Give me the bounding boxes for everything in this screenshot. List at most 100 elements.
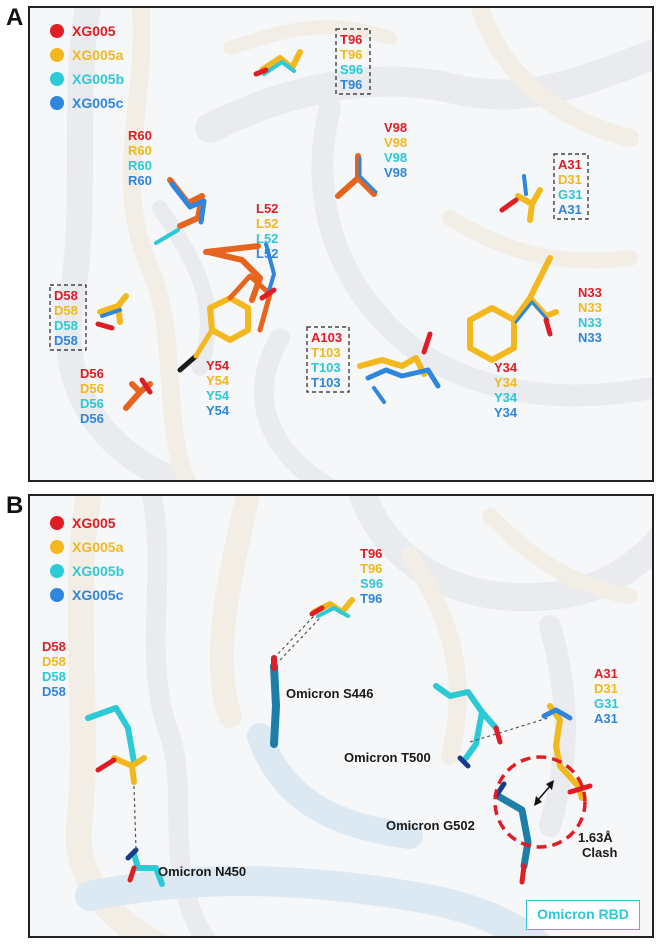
panel-a-sticks — [95, 49, 559, 411]
panel-b-letter: B — [6, 492, 24, 519]
residue-b-label-a31: A31 D31 G31 A31 — [594, 666, 619, 726]
omicron-rbd-label-box: Omicron RBD — [526, 900, 640, 930]
residue-l52-xg005a: L52 — [256, 216, 278, 231]
residue-a103-xg005c: T103 — [311, 375, 341, 390]
residue-label-t96: T96 T96 S96 T96 — [335, 28, 371, 95]
dashed-box-d58 — [49, 284, 87, 351]
residue-r60-xg005a: R60 — [128, 143, 152, 158]
residue-y54-xg005a: Y54 — [206, 373, 230, 388]
residue-a31-xg005a: D31 — [558, 172, 582, 187]
residue-label-r60: R60 R60 R60 R60 — [128, 128, 152, 188]
residue-label-a103: A103 T103 T103 T103 — [306, 326, 350, 393]
residue-label-a31: A31 D31 G31 A31 — [553, 153, 589, 220]
residue-y34-xg005c: Y34 — [494, 405, 518, 420]
residue-l52-xg005: L52 — [256, 201, 278, 216]
residue-r60-xg005b: R60 — [128, 158, 152, 173]
hbond-s446-t96 — [273, 615, 315, 659]
residue-d56-xg005a: D56 — [80, 381, 104, 396]
residue-label-d58: D58 D58 D58 D58 — [49, 284, 87, 351]
legend-dot-xg005c — [50, 96, 64, 110]
residue-label-y54: Y54 Y54 Y54 Y54 — [206, 358, 230, 418]
residue-b-label-t96: T96 T96 S96 T96 — [360, 546, 383, 606]
legend-label-xg005a: XG005a — [72, 47, 124, 63]
residue-y34-xg005: Y34 — [494, 360, 518, 375]
residue-label-d56: D56 D56 D56 D56 — [80, 366, 104, 426]
residue-b-t96-xg005: T96 — [360, 546, 382, 561]
clash-arrow — [537, 785, 551, 801]
legend-b-dot-xg005c — [50, 588, 64, 602]
residue-l52-xg005c: L52 — [256, 246, 278, 261]
residue-t96-xg005a: T96 — [340, 47, 362, 62]
residue-label-n33: N33 N33 N33 N33 — [578, 285, 602, 345]
panel-b: XG005 XG005a XG005b XG005c — [28, 494, 654, 938]
residue-b-a31-xg005a: D31 — [594, 681, 618, 696]
residue-b-a31-xg005c: A31 — [594, 711, 618, 726]
residue-b-a31-xg005: A31 — [594, 666, 618, 681]
legend-b-label-xg005b: XG005b — [72, 563, 124, 579]
residue-b-label-d58: D58 D58 D58 D58 — [42, 639, 66, 699]
residue-r60-xg005c: R60 — [128, 173, 152, 188]
omicron-s446-label: Omicron S446 — [286, 686, 373, 701]
residue-b-t96-xg005a: T96 — [360, 561, 382, 576]
dashed-box-t96 — [335, 28, 371, 95]
residue-b-d58-xg005c: D58 — [42, 684, 66, 699]
clash-arrowhead-start — [534, 796, 542, 806]
residue-a31-xg005c: A31 — [558, 202, 582, 217]
dashed-box-a31 — [553, 153, 589, 220]
residue-b-d58-xg005b: D58 — [42, 669, 66, 684]
residue-y34-xg005b: Y34 — [494, 390, 518, 405]
residue-n33-xg005: N33 — [578, 285, 602, 300]
dashed-box-a103 — [306, 326, 350, 393]
panel-b-legend: XG005 XG005a XG005b XG005c — [50, 515, 124, 603]
hbond-d58-n450 — [133, 785, 137, 851]
clash-distance-label: 1.63Å — [578, 830, 613, 845]
residue-y54-xg005: Y54 — [206, 358, 230, 373]
residue-d58-xg005b: D58 — [54, 318, 78, 333]
residue-d58-xg005a: D58 — [54, 303, 78, 318]
legend-b-label-xg005: XG005 — [72, 515, 116, 531]
hbond-s446-t96-2 — [279, 617, 321, 661]
residue-d56-xg005: D56 — [80, 366, 104, 381]
residue-a103-xg005a: T103 — [311, 345, 341, 360]
legend-label-xg005: XG005 — [72, 23, 116, 39]
residue-b-d58-xg005: D58 — [42, 639, 66, 654]
residue-v98-xg005a: V98 — [384, 135, 407, 150]
residue-t96-xg005: T96 — [340, 32, 362, 47]
residue-a103-xg005: A103 — [311, 330, 342, 345]
residue-v98-xg005c: V98 — [384, 165, 407, 180]
legend-b-label-xg005a: XG005a — [72, 539, 124, 555]
residue-b-t96-xg005b: S96 — [360, 576, 383, 591]
panel-a-figure: XG005 XG005a XG005b XG005c — [49, 8, 652, 480]
residue-label-l52: L52 L52 L52 L52 — [256, 201, 278, 261]
legend-label-xg005c: XG005c — [72, 95, 124, 111]
residue-n33-xg005a: N33 — [578, 300, 602, 315]
panel-b-figure: XG005 XG005a XG005b XG005c — [42, 496, 652, 936]
legend-b-dot-xg005 — [50, 516, 64, 530]
legend-b-label-xg005c: XG005c — [72, 587, 124, 603]
panel-b-sticks — [85, 597, 593, 887]
legend-dot-xg005b — [50, 72, 64, 86]
residue-n33-xg005b: N33 — [578, 315, 602, 330]
residue-r60-xg005: R60 — [128, 128, 152, 143]
residue-d56-xg005c: D56 — [80, 411, 104, 426]
residue-d56-xg005b: D56 — [80, 396, 104, 411]
panel-a-letter: A — [6, 4, 24, 31]
residue-v98-xg005: V98 — [384, 120, 407, 135]
panel-b-ribbons — [65, 496, 652, 936]
residue-b-d58-xg005a: D58 — [42, 654, 66, 669]
residue-y54-xg005c: Y54 — [206, 403, 230, 418]
residue-t96-xg005c: T96 — [340, 77, 362, 92]
omicron-g502-label: Omicron G502 — [386, 818, 475, 833]
omicron-rbd-label: Omicron RBD — [537, 906, 629, 922]
residue-v98-xg005b: V98 — [384, 150, 407, 165]
panel-a: XG005 XG005a XG005b XG005c — [28, 6, 654, 482]
clash-circle — [493, 755, 587, 849]
residue-label-v98: V98 V98 V98 V98 — [384, 120, 407, 180]
legend-dot-xg005 — [50, 24, 64, 38]
omicron-t500-label: Omicron T500 — [344, 750, 431, 765]
residue-b-a31-xg005b: G31 — [594, 696, 619, 711]
residue-a103-xg005b: T103 — [311, 360, 341, 375]
clash-arrowhead-end — [546, 780, 554, 790]
residue-a31-xg005: A31 — [558, 157, 582, 172]
legend-dot-xg005a — [50, 48, 64, 62]
